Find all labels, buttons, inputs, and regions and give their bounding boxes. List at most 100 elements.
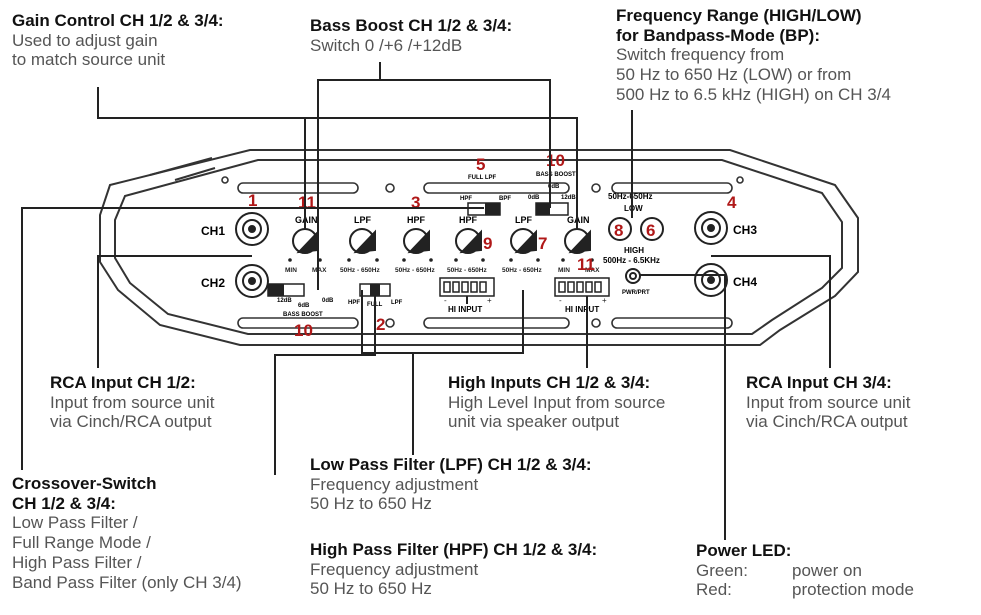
label-hpf-ch34: HPF: [459, 215, 478, 225]
leader-led: [640, 274, 726, 540]
label-lpf-ch34: LPF: [515, 215, 533, 225]
rca-jack-ch2: [235, 264, 269, 298]
label-range-lpf-ch12: 50Hz - 650Hz: [340, 267, 380, 274]
label-ch3: CH3: [733, 223, 757, 237]
screw: [221, 176, 229, 184]
callout-rca-input-ch34: RCA Input CH 3/4: Input from source unit…: [746, 373, 910, 432]
vent-slot: [423, 182, 570, 194]
leader-gain: [97, 87, 306, 229]
label-range-lpf-ch34: 50Hz - 650Hz: [502, 267, 542, 274]
callout-power-led: Power LED: Green: power on Red: protecti…: [696, 541, 914, 600]
amp-inner-outline: [114, 159, 843, 335]
callout-led-value: power on: [792, 560, 862, 580]
label-6db-bottom: 6dB: [298, 303, 310, 309]
callout-gain-title: Gain Control CH 1/2 & 3/4:: [12, 11, 224, 30]
label-full-lpf-top: FULL LPF: [468, 175, 497, 181]
marker-6: 6: [646, 221, 655, 240]
label-12db-bottom: 12dB: [277, 298, 292, 304]
label-0db-bottom: 0dB: [322, 298, 334, 304]
vent-slot: [237, 182, 359, 194]
callout-frequency-range: Frequency Range (HIGH/LOW) for Bandpass-…: [616, 6, 891, 105]
callout-led-key: Green:: [696, 560, 748, 580]
leader-bass-top-2: [380, 79, 551, 208]
label-hpf-top: HPF: [460, 196, 472, 202]
label-bass-boost-top: BASS BOOST: [536, 172, 576, 178]
callout-rca12-line: via Cinch/RCA output: [50, 412, 212, 432]
label-range-hpf-ch34: 50Hz - 650Hz: [447, 267, 487, 274]
hpf-knob-ch12: [403, 228, 430, 254]
bass-boost-switch-ch34[interactable]: [535, 202, 569, 216]
label-min-ch34: MIN: [558, 267, 570, 274]
callout-hpf-title: High Pass Filter (HPF) CH 1/2 & 3/4:: [310, 540, 598, 559]
terminal-plus: +: [602, 296, 607, 305]
rca-jack-ch1: [235, 212, 269, 246]
label-hpf-ch12: HPF: [407, 215, 426, 225]
callout-bass-boost: Bass Boost CH 1/2 & 3/4: Switch 0 /+6 /+…: [310, 16, 512, 55]
callout-hpf: High Pass Filter (HPF) CH 1/2 & 3/4: Fre…: [310, 540, 597, 599]
callout-lpf: Low Pass Filter (LPF) CH 1/2 & 3/4: Freq…: [310, 455, 592, 514]
leader-bass-top: [317, 62, 381, 290]
label-min-ch12: MIN: [285, 267, 297, 274]
callout-high-inputs: High Inputs CH 1/2 & 3/4: High Level Inp…: [448, 373, 665, 432]
leader-xover: [21, 207, 484, 470]
label-range-hpf-ch12: 50Hz - 650Hz: [395, 267, 435, 274]
callout-bass-line: Switch 0 /+6 /+12dB: [310, 35, 463, 55]
label-gain-ch34: GAIN: [567, 215, 590, 225]
hi-input-terminal-ch12[interactable]: [439, 277, 495, 297]
hi-input-terminal-ch34[interactable]: [554, 277, 610, 297]
marker-1: 1: [248, 191, 257, 210]
callout-xover-line: Band Pass Filter (only CH 3/4): [12, 572, 242, 592]
callout-freq-title: for Bandpass-Mode (BP):: [616, 25, 820, 45]
callout-hi-line: unit via speaker output: [448, 412, 620, 432]
callout-hpf-line: Frequency adjustment: [310, 559, 479, 579]
label-max-ch34: MAX: [585, 267, 600, 274]
vent-slot: [611, 182, 733, 194]
label-ch4: CH4: [733, 275, 757, 289]
marker-7: 7: [538, 234, 547, 253]
label-high: HIGH: [624, 246, 644, 255]
label-bass-boost-bottom: BASS BOOST: [283, 312, 323, 318]
rca-jack-ch4: [694, 263, 728, 297]
callout-rca34-line: Input from source unit: [746, 392, 911, 412]
screw: [591, 183, 601, 193]
callout-xover-line: Low Pass Filter /: [12, 513, 138, 533]
freq-range-buttons[interactable]: [608, 217, 664, 241]
callout-freq-line: Switch frequency from: [616, 45, 785, 65]
leader-lpf-2: [413, 290, 524, 354]
marker-11-left: 11: [298, 193, 316, 212]
bass-boost-switch-ch12[interactable]: [267, 283, 305, 297]
callout-xover-line: Full Range Mode /: [12, 533, 151, 553]
lpf-knob-ch12: [349, 228, 376, 254]
callout-gain-line: to match source unit: [12, 50, 166, 70]
callout-bass-title: Bass Boost CH 1/2 & 3/4:: [310, 16, 513, 35]
leader-gain-2: [305, 117, 578, 229]
callout-lpf-line: Frequency adjustment: [310, 474, 479, 494]
callout-freq-line: 50 Hz to 650 Hz (LOW) or from: [616, 65, 852, 85]
callout-rca12-line: Input from source unit: [50, 392, 215, 412]
label-hi-input-ch12: HI INPUT: [448, 305, 482, 314]
callout-gain-control: Gain Control CH 1/2 & 3/4: Used to adjus…: [12, 11, 224, 70]
label-hpf-bottom: HPF: [348, 300, 360, 306]
label-low: LOW: [624, 204, 643, 213]
label-max-ch12: MAX: [312, 267, 327, 274]
callout-rca34-title: RCA Input CH 3/4:: [746, 373, 892, 392]
label-bpf-top: BPF: [499, 196, 511, 202]
label-0db-top: 0dB: [528, 195, 540, 201]
vent-slot: [237, 317, 359, 329]
screw: [736, 176, 744, 184]
leader-xover-2: [274, 290, 376, 475]
callout-xover-line: High Pass Filter /: [12, 552, 142, 572]
label-gain-ch12: GAIN: [295, 215, 318, 225]
label-ch1: CH1: [201, 224, 225, 238]
callout-lpf-line: 50 Hz to 650 Hz: [310, 494, 432, 514]
marker-3: 3: [411, 193, 420, 212]
leader-lpf: [361, 290, 414, 455]
label-hi-input-ch34: HI INPUT: [565, 305, 599, 314]
terminal-minus: -: [444, 296, 447, 305]
label-6db-top: 6dB: [548, 184, 560, 190]
marker-10-bottom: 10: [294, 321, 313, 340]
amp-heatsink-fin: [149, 157, 213, 176]
marker-8: 8: [614, 221, 623, 240]
callout-freq-title: Frequency Range (HIGH/LOW): [616, 6, 862, 25]
